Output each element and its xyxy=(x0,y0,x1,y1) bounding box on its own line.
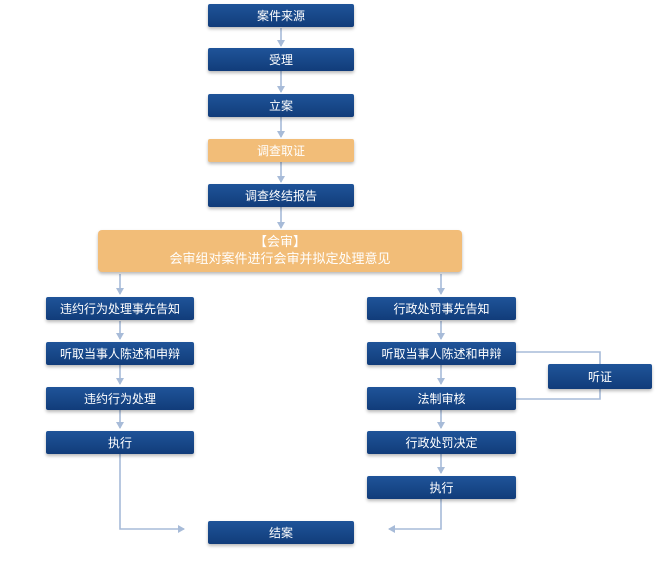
node-left-prior-notice: 违约行为处理事先告知 xyxy=(46,297,194,320)
node-left-hearing-statement: 听取当事人陈述和申辩 xyxy=(46,342,194,365)
node-right-hearing-statement: 听取当事人陈述和申辩 xyxy=(367,342,516,365)
node-right-legal-review: 法制审核 xyxy=(367,387,516,410)
node-right-prior-notice: 行政处罚事先告知 xyxy=(367,297,516,320)
node-investigation: 调查取证 xyxy=(208,139,354,162)
node-investigation-report: 调查终结报告 xyxy=(208,184,354,207)
node-hearing: 听证 xyxy=(548,364,652,389)
arrow-left-execution-to-closed xyxy=(119,454,185,533)
node-case-source: 案件来源 xyxy=(208,4,354,27)
node-filing: 立案 xyxy=(208,94,354,117)
node-acceptance: 受理 xyxy=(208,48,354,71)
node-left-handling: 违约行为处理 xyxy=(46,387,194,410)
joint-review-text: 会审组对案件进行会审并拟定处理意见 xyxy=(169,252,391,267)
node-right-execution: 执行 xyxy=(367,476,516,499)
node-left-execution: 执行 xyxy=(46,431,194,454)
node-right-decision: 行政处罚决定 xyxy=(367,431,516,454)
node-case-closed: 结案 xyxy=(208,521,354,544)
arrow-right-execution-to-closed xyxy=(388,498,442,533)
node-joint-review: 【会审】 会审组对案件进行会审并拟定处理意见 xyxy=(98,230,462,272)
joint-review-title: 【会审】 xyxy=(253,235,306,250)
